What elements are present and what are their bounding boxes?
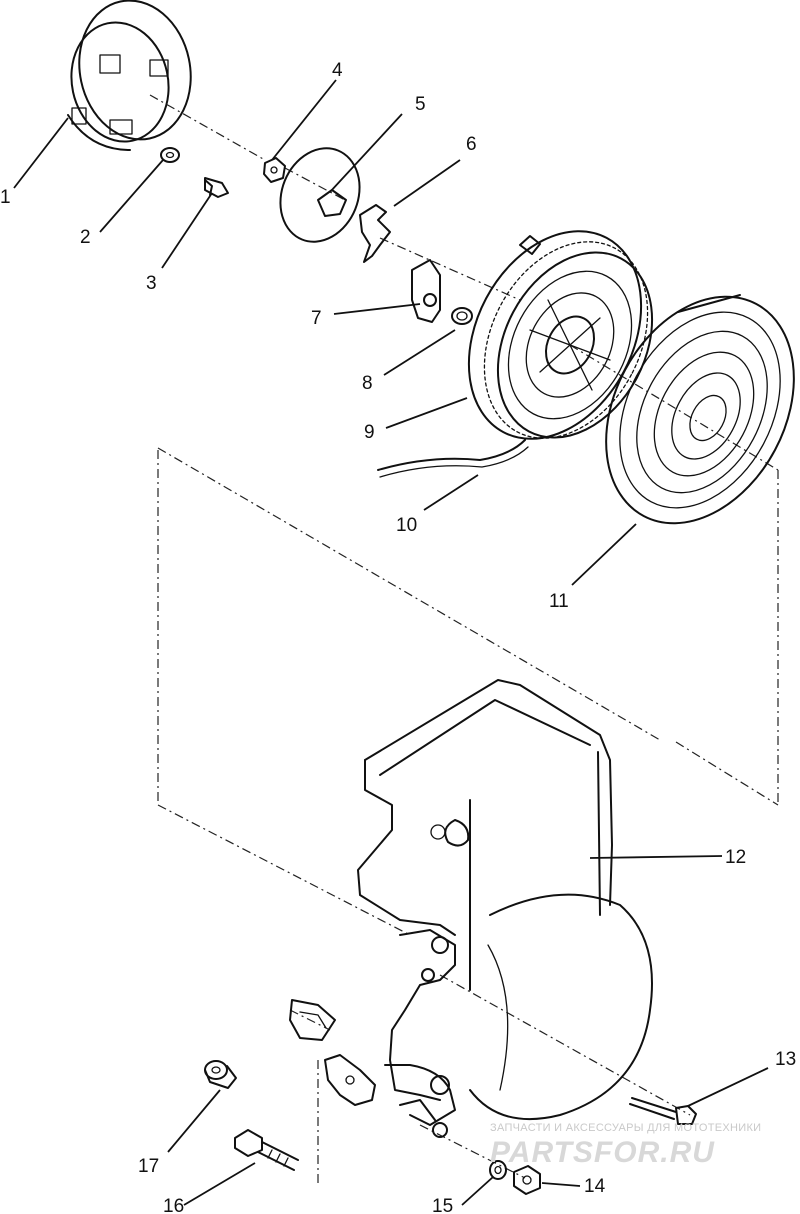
part-11-recoil-spring: [605, 294, 795, 525]
leader-lines: [13, 79, 769, 1206]
callout-numbers: 1 2 3 4 5 6 7 8 9 10 11 12 13 14 15 16 1…: [0, 60, 796, 1214]
part-17-grommet: [204, 1060, 237, 1089]
callout-10: 10: [396, 515, 417, 536]
callout-13: 13: [775, 1049, 796, 1070]
part-8-spring: [451, 307, 473, 325]
callout-8: 8: [362, 373, 373, 394]
watermark-caption: ЗАПЧАСТИ И АКСЕССУАРЫ ДЛЯ МОТОТЕХНИКИ: [490, 1122, 761, 1134]
callout-4: 4: [332, 60, 343, 81]
callout-2: 2: [80, 227, 91, 248]
callout-12: 12: [725, 847, 746, 868]
callout-14: 14: [584, 1176, 606, 1197]
callout-3: 3: [146, 273, 157, 294]
callout-15: 15: [432, 1196, 453, 1214]
part-2-washer: [160, 147, 180, 163]
part-15-washer: [489, 1160, 507, 1180]
part-16-bolt: [234, 1129, 299, 1171]
callout-7: 7: [311, 308, 322, 329]
part-3-bolt: [204, 177, 229, 198]
callout-9: 9: [364, 422, 375, 443]
callout-16: 16: [163, 1196, 184, 1214]
callout-11: 11: [549, 591, 569, 612]
assembly-centerlines: [149, 94, 779, 1185]
callout-5: 5: [415, 94, 426, 115]
callout-1: 1: [0, 187, 11, 208]
watermark: ЗАПЧАСТИ И АКСЕССУАРЫ ДЛЯ МОТОТЕХНИКИ PA…: [490, 1122, 761, 1169]
part-9-recoil-pulley: [467, 230, 654, 440]
part-10-starter-rope: [377, 439, 529, 478]
watermark-logo: PARTSFOR.RU: [490, 1136, 715, 1169]
part-13-long-bolt: [629, 1097, 697, 1125]
part-6-spring-clip: [359, 204, 391, 263]
part-4-nut: [263, 157, 286, 183]
part-5-friction-plate: [279, 147, 361, 243]
callout-17: 17: [138, 1156, 159, 1177]
part-14-nut: [513, 1165, 541, 1195]
part-1-starter-cup: [67, 0, 192, 151]
mounting-bracket: [289, 999, 376, 1106]
part-12-housing: [357, 679, 653, 1138]
callout-6: 6: [466, 134, 477, 155]
part-7-pawl: [411, 259, 441, 323]
